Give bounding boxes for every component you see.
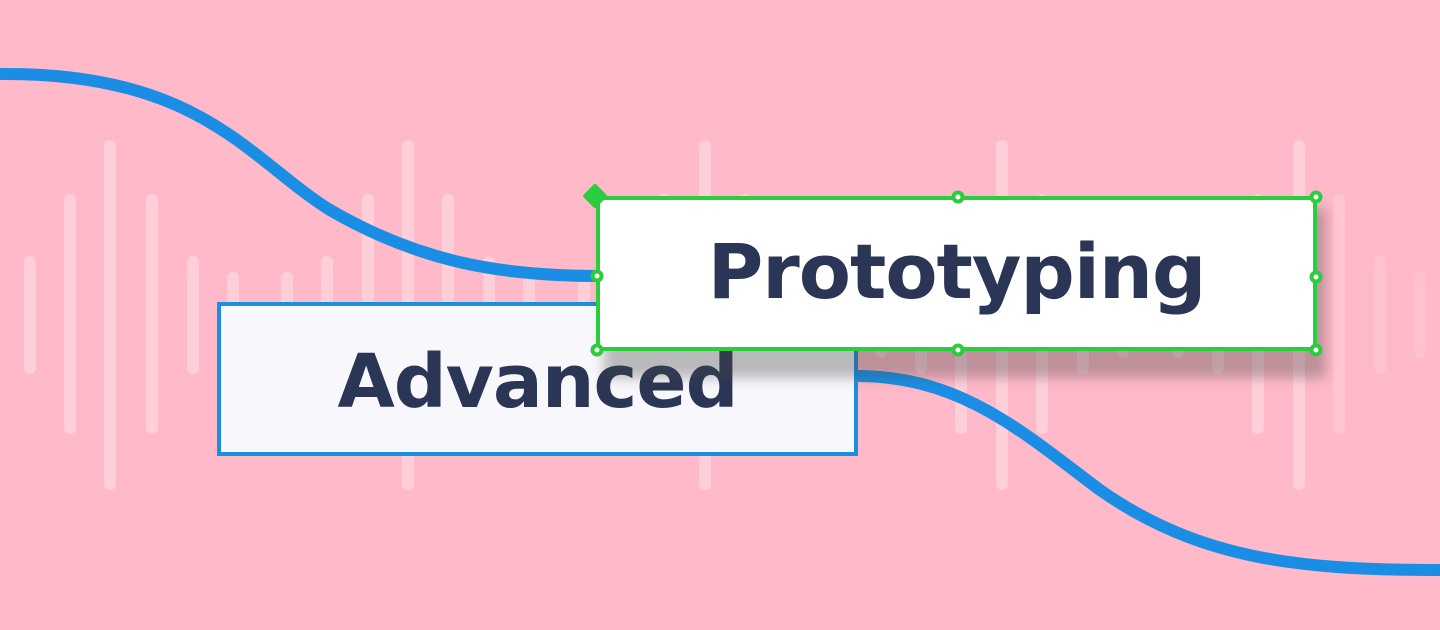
- resize-handle-bottom-middle[interactable]: [951, 343, 965, 357]
- resize-handle-bottom-right[interactable]: [1309, 343, 1323, 357]
- resize-handle-top-right[interactable]: [1309, 190, 1323, 204]
- waveform-bar: [64, 194, 76, 434]
- waveform-bar: [24, 256, 36, 374]
- waveform-bar: [187, 256, 199, 374]
- resize-handle-middle-right[interactable]: [1309, 270, 1323, 284]
- node-advanced-label: Advanced: [337, 339, 738, 425]
- node-prototyping-label: Prototyping: [707, 227, 1207, 316]
- node-advanced[interactable]: Advanced: [217, 302, 858, 456]
- resize-handle-bottom-left[interactable]: [590, 343, 604, 357]
- waveform-bar: [1414, 272, 1426, 358]
- waveform-bar: [1374, 256, 1386, 374]
- resize-handle-top-middle[interactable]: [951, 190, 965, 204]
- waveform-bar: [104, 140, 116, 490]
- waveform-bar: [146, 194, 158, 434]
- resize-handle-middle-left[interactable]: [590, 269, 604, 283]
- waveform-bar: [1333, 194, 1345, 434]
- node-prototyping[interactable]: Prototyping: [596, 196, 1317, 351]
